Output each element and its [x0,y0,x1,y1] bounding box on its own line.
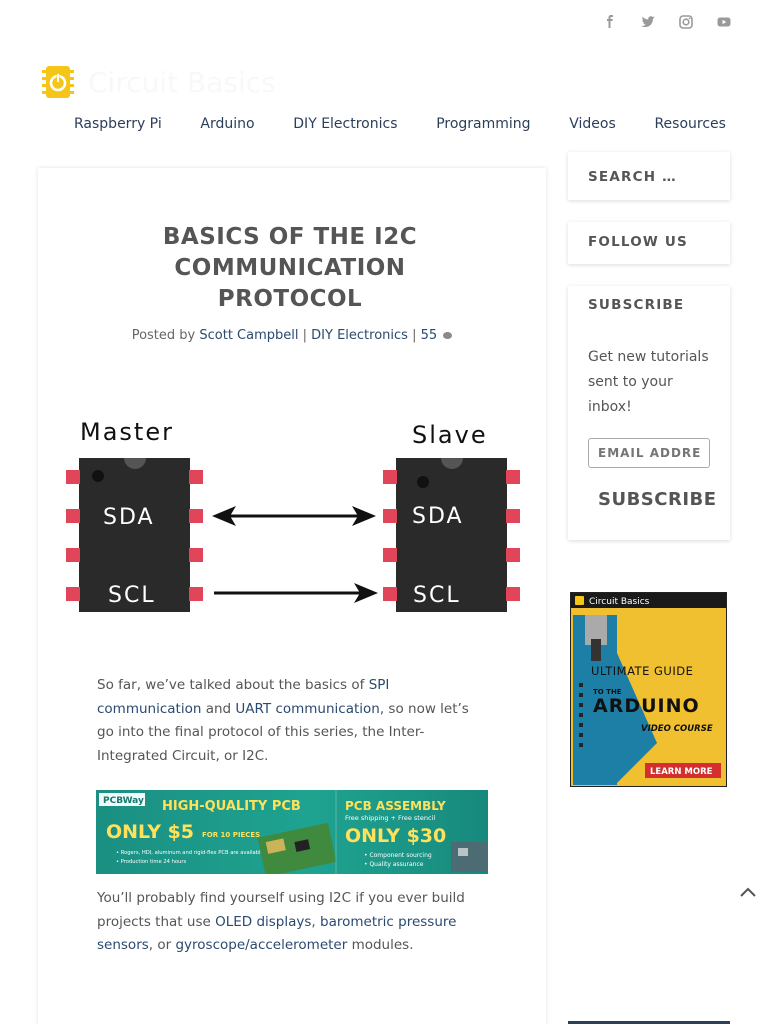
i2c-diagram: Master Slave SDA SCL SDA SCL [60,410,530,630]
pcb-board-image [257,822,488,874]
spi-link[interactable]: SPI communication [97,677,390,717]
slave-sda-label: SDA [412,504,464,529]
promo-line-3: ARDUINO [593,695,700,717]
ad-price-2: ONLY $30 [345,825,446,847]
comments-link[interactable]: 55 [420,328,438,343]
gyroscope-link[interactable]: gyroscope/accelerometer [175,937,348,953]
slave-label: Slave [412,421,488,449]
social-links [602,14,732,30]
comment-icon [443,332,453,339]
byline-separator: | [407,328,421,343]
follow-heading: FOLLOW US [588,234,688,250]
ad-brand: PCBWay [103,796,144,806]
master-chip: SDA SCL [66,458,203,612]
ad-headline-2: PCB ASSEMBLY [345,799,446,813]
arduino-course-promo[interactable]: Circuit Basics ULTIMATE GUIDE TO THE ARD… [570,592,727,787]
sidebar-follow: FOLLOW US [568,222,730,264]
text: , or [148,937,176,953]
subscribe-heading: SUBSCRIBE [588,297,685,313]
nav-item-resources[interactable]: Resources [654,116,726,132]
main-nav: Raspberry Pi Arduino DIY Electronics Pro… [60,116,740,132]
title-line-1: BASICS OF THE I2C [162,224,418,250]
text: , so now let’s go into the final protoco… [97,700,469,764]
barometric-sensors-link[interactable]: barometric pressure sensors [97,913,457,954]
text: and [201,700,236,717]
circuit-chip-icon [38,62,78,102]
byline-separator: | [298,328,312,343]
text: modules. [347,937,414,953]
email-field[interactable] [588,438,710,468]
logo-text: Circuit Basics [88,65,276,99]
sidebar-search[interactable]: SEARCH … [568,152,730,200]
intro-paragraph: So far, we’ve talked about the basics of… [97,674,482,768]
text: , [311,913,321,930]
usage-paragraph: You’ll probably find yourself using I2C … [97,887,482,958]
uart-link[interactable]: UART communication [235,700,380,717]
arduino-board-image [573,615,657,785]
master-label: Master [80,418,174,446]
author-link[interactable]: Scott Campbell [199,328,299,343]
slave-chip: SDA SCL [383,458,520,612]
title-line-3: PROTOCOL [217,286,363,312]
sidebar-bottom-bar [568,1021,730,1024]
pcbway-ad-banner[interactable]: PCBWay HIGH-QUALITY PCB ONLY $5 FOR 10 P… [96,790,488,874]
promo-cta[interactable]: LEARN MORE [650,767,713,777]
title-line-2: COMMUNICATION [174,255,406,281]
promo-line-4: VIDEO COURSE [641,724,713,734]
ad-headline-1: HIGH-QUALITY PCB [162,799,301,814]
nav-item-arduino[interactable]: Arduino [200,116,255,132]
text: You’ll probably find yourself using I2C … [97,890,465,930]
master-scl-label: SCL [108,583,156,608]
ad-bullet: • Component sourcing [364,852,432,859]
master-sda-label: SDA [103,505,155,530]
scl-arrow [214,583,378,603]
facebook-icon[interactable] [602,14,618,30]
nav-item-programming[interactable]: Programming [436,116,531,132]
instagram-icon[interactable] [678,14,694,30]
ad-bullet: • Quality assurance [364,861,424,868]
post-byline: Posted by Scott Campbell | DIY Electroni… [38,328,546,343]
ad-headline-2-note: Free shipping + Free stencil [345,814,435,822]
category-link[interactable]: DIY Electronics [311,328,408,343]
search-label: SEARCH … [588,169,677,185]
ad-price-1: ONLY $5 [106,821,194,843]
site-logo[interactable]: Circuit Basics [38,62,276,102]
nav-item-raspberry-pi[interactable]: Raspberry Pi [74,116,162,132]
promo-line-2: TO THE [593,688,622,696]
byline-prefix: Posted by [131,328,200,343]
ad-bullet: • Production time 24 hours [116,859,186,865]
chevron-up-icon [740,887,756,897]
subscribe-description: Get new tutorials sent to your inbox! [588,349,709,415]
top-bar [0,0,768,46]
ad-bullet: • Rogers, HDI, aluminum and rigid-flex P… [116,850,277,856]
sidebar-subscribe: SUBSCRIBE Get new tutorials sent to your… [568,286,730,540]
scroll-to-top-button[interactable] [738,884,758,900]
twitter-icon[interactable] [640,14,656,30]
subscribe-button[interactable]: SUBSCRIBE [598,489,717,510]
promo-line-1: ULTIMATE GUIDE [591,664,693,678]
oled-displays-link[interactable]: OLED displays [215,913,312,930]
text: So far, we’ve talked about the basics of [97,677,369,693]
promo-brand: Circuit Basics [589,597,650,607]
slave-scl-label: SCL [413,583,461,608]
youtube-icon[interactable] [716,14,732,30]
sda-bidirectional-arrow [212,506,376,526]
ad-price-1-note: FOR 10 PIECES [202,831,260,839]
page-title: BASICS OF THE I2C COMMUNICATION PROTOCOL [140,222,440,315]
nav-item-diy-electronics[interactable]: DIY Electronics [293,116,398,132]
nav-item-videos[interactable]: Videos [569,116,616,132]
